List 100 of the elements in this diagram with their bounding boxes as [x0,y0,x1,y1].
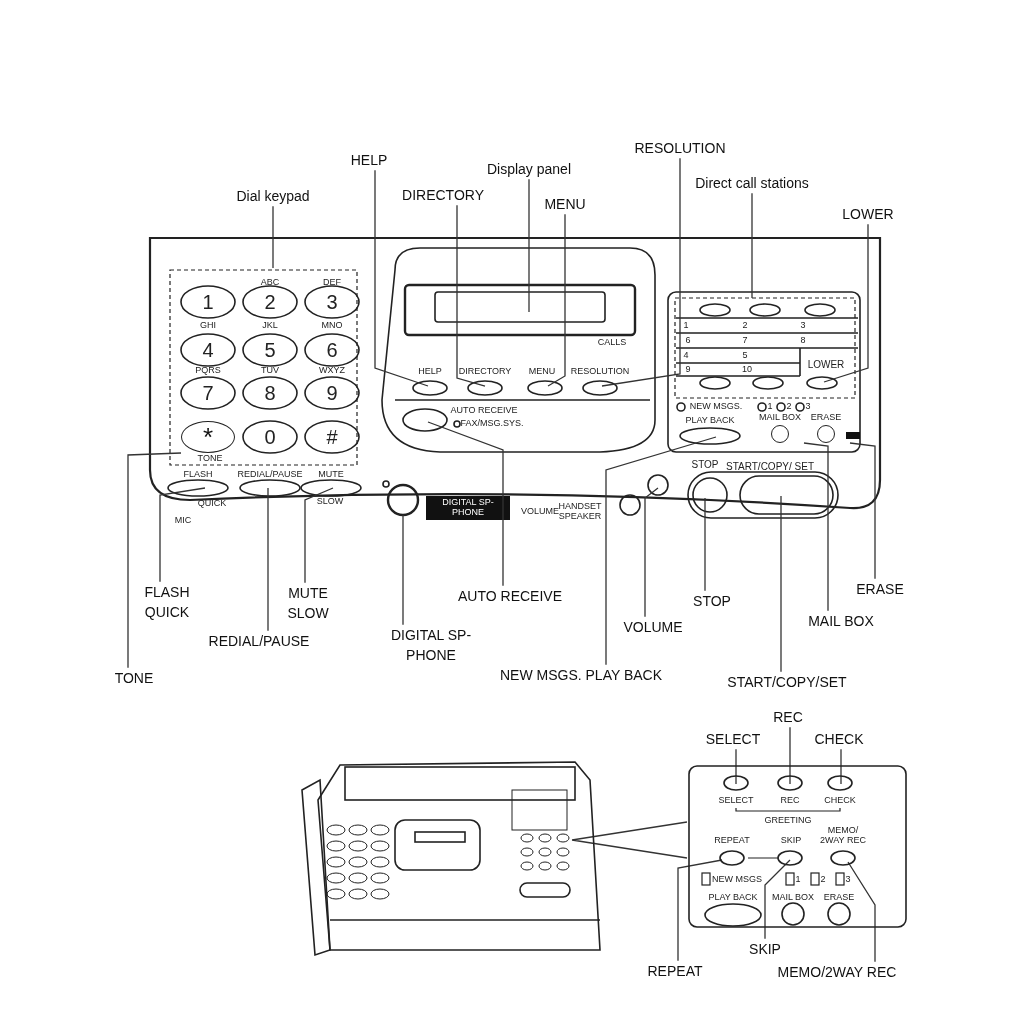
panel-label: MAIL BOX [771,893,815,903]
panel-label: ERASE [810,412,842,422]
panel-label: PLAY BACK [685,416,735,426]
key-label: 6 [326,339,338,361]
panel-label: 3 [845,875,851,885]
callout-label: MEMO/2WAY REC [777,961,897,983]
panel-label: NEW MSGS. [689,402,743,412]
key-label: 3 [326,291,338,313]
panel-label: TONE [197,454,223,464]
panel-label: GHI [200,321,216,331]
callout-label: MENU [544,193,586,215]
panel-label: 4 [683,351,689,361]
panel-label: CALLS [597,338,627,348]
panel-label: LOWER [807,358,845,370]
panel-label: REPEAT [714,836,750,846]
callout-label: HELP [350,149,388,171]
panel-label: FAX/MSG.SYS. [460,419,524,429]
panel-label: MNO [321,321,343,331]
panel-label: 1 [795,875,801,885]
panel-label: 9 [685,365,691,375]
panel-label: QUICK [197,499,227,509]
panel-label: HELP [418,367,442,377]
panel-label: MAIL BOX [758,412,802,422]
panel-label: 1 [767,402,773,412]
callout-label: REC [773,706,803,728]
panel-label: REC [780,796,800,806]
leader-line [677,859,723,962]
panel-label: CHECK [824,796,856,806]
panel-label: PLAY BACK [708,893,758,903]
panel-label: TUV [261,366,279,376]
panel-label: STOP [691,458,719,470]
callout-label: DIGITAL SP-PHONE [381,624,481,666]
panel-label: WXYZ [319,366,345,376]
key-label: 2 [264,291,276,313]
panel-label: 3 [805,402,811,412]
panel-label: SELECT [718,796,754,806]
callout-label: Dial keypad [236,185,310,207]
callout-label: Direct call stations [695,172,809,194]
panel-label: MENU [528,367,556,377]
leader-line [789,726,791,785]
key-label: 5 [264,339,276,361]
leader-line [840,748,842,785]
panel-label: JKL [262,321,278,331]
callout-label: MUTE SLOW [283,582,333,624]
leader-line [456,204,486,387]
leader-line [374,169,429,387]
callout-label: REDIAL/PAUSE [208,630,310,652]
panel-label: 5 [742,351,748,361]
panel-label: SLOW [316,497,344,507]
panel-label: MEMO/ 2WAY REC [820,826,866,846]
leader-line [847,861,876,963]
leader-line [127,452,182,669]
callout-label: NEW MSGS. PLAY BACK [499,664,663,686]
panel-label: 1 [683,321,689,331]
callout-label: MAIL BOX [808,610,874,632]
panel-label: FLASH [183,470,213,480]
leader-line [644,487,659,618]
leader-line [272,205,274,269]
key-label: 0 [264,426,276,448]
panel-label: 2 [742,321,748,331]
callout-label: AUTO RECEIVE [458,585,562,607]
callout-label: RESOLUTION [634,137,726,159]
panel-label: 3 [800,321,806,331]
panel-label: DEF [323,278,341,288]
key-label: 4 [202,339,214,361]
panel-label: REDIAL/PAUSE [237,470,303,480]
leader-line [402,514,404,626]
panel-label: 8 [800,336,806,346]
panel-label: 6 [685,336,691,346]
answering-panel-drawing [687,764,908,929]
leader-line [304,487,334,584]
callout-label: SKIP [749,938,781,960]
callout-label: REPEAT [647,960,703,982]
callout-label: STOP [693,590,731,612]
leader-line [427,421,504,587]
panel-label: DIRECTORY [458,367,512,377]
panel-label: HANDSET SPEAKER [558,502,603,522]
leader-line [803,442,829,612]
leader-line [528,178,530,313]
panel-label: GREETING [764,816,812,826]
panel-label: 2 [820,875,826,885]
leader-line [780,495,782,673]
leader-line [849,442,876,580]
leader-line [605,436,717,666]
panel-label: PQRS [195,366,221,376]
callout-label: TONE [114,667,154,689]
panel-label: RESOLUTION [570,367,630,377]
callout-label: DIRECTORY [402,184,484,206]
key-label: 9 [326,382,338,404]
panel-label: 10 [742,365,752,375]
callout-label: LOWER [842,203,894,225]
callout-label: VOLUME [623,616,683,638]
panel-label: SKIP [780,836,802,846]
panel-label: START/COPY/ SET [726,460,814,472]
leader-line [764,859,791,940]
panel-label: DIGITAL SP-PHONE [441,498,495,518]
leader-line [159,487,206,583]
callout-label: SELECT [705,728,761,750]
leader-line [751,192,753,299]
panel-label: VOLUME [521,507,559,517]
